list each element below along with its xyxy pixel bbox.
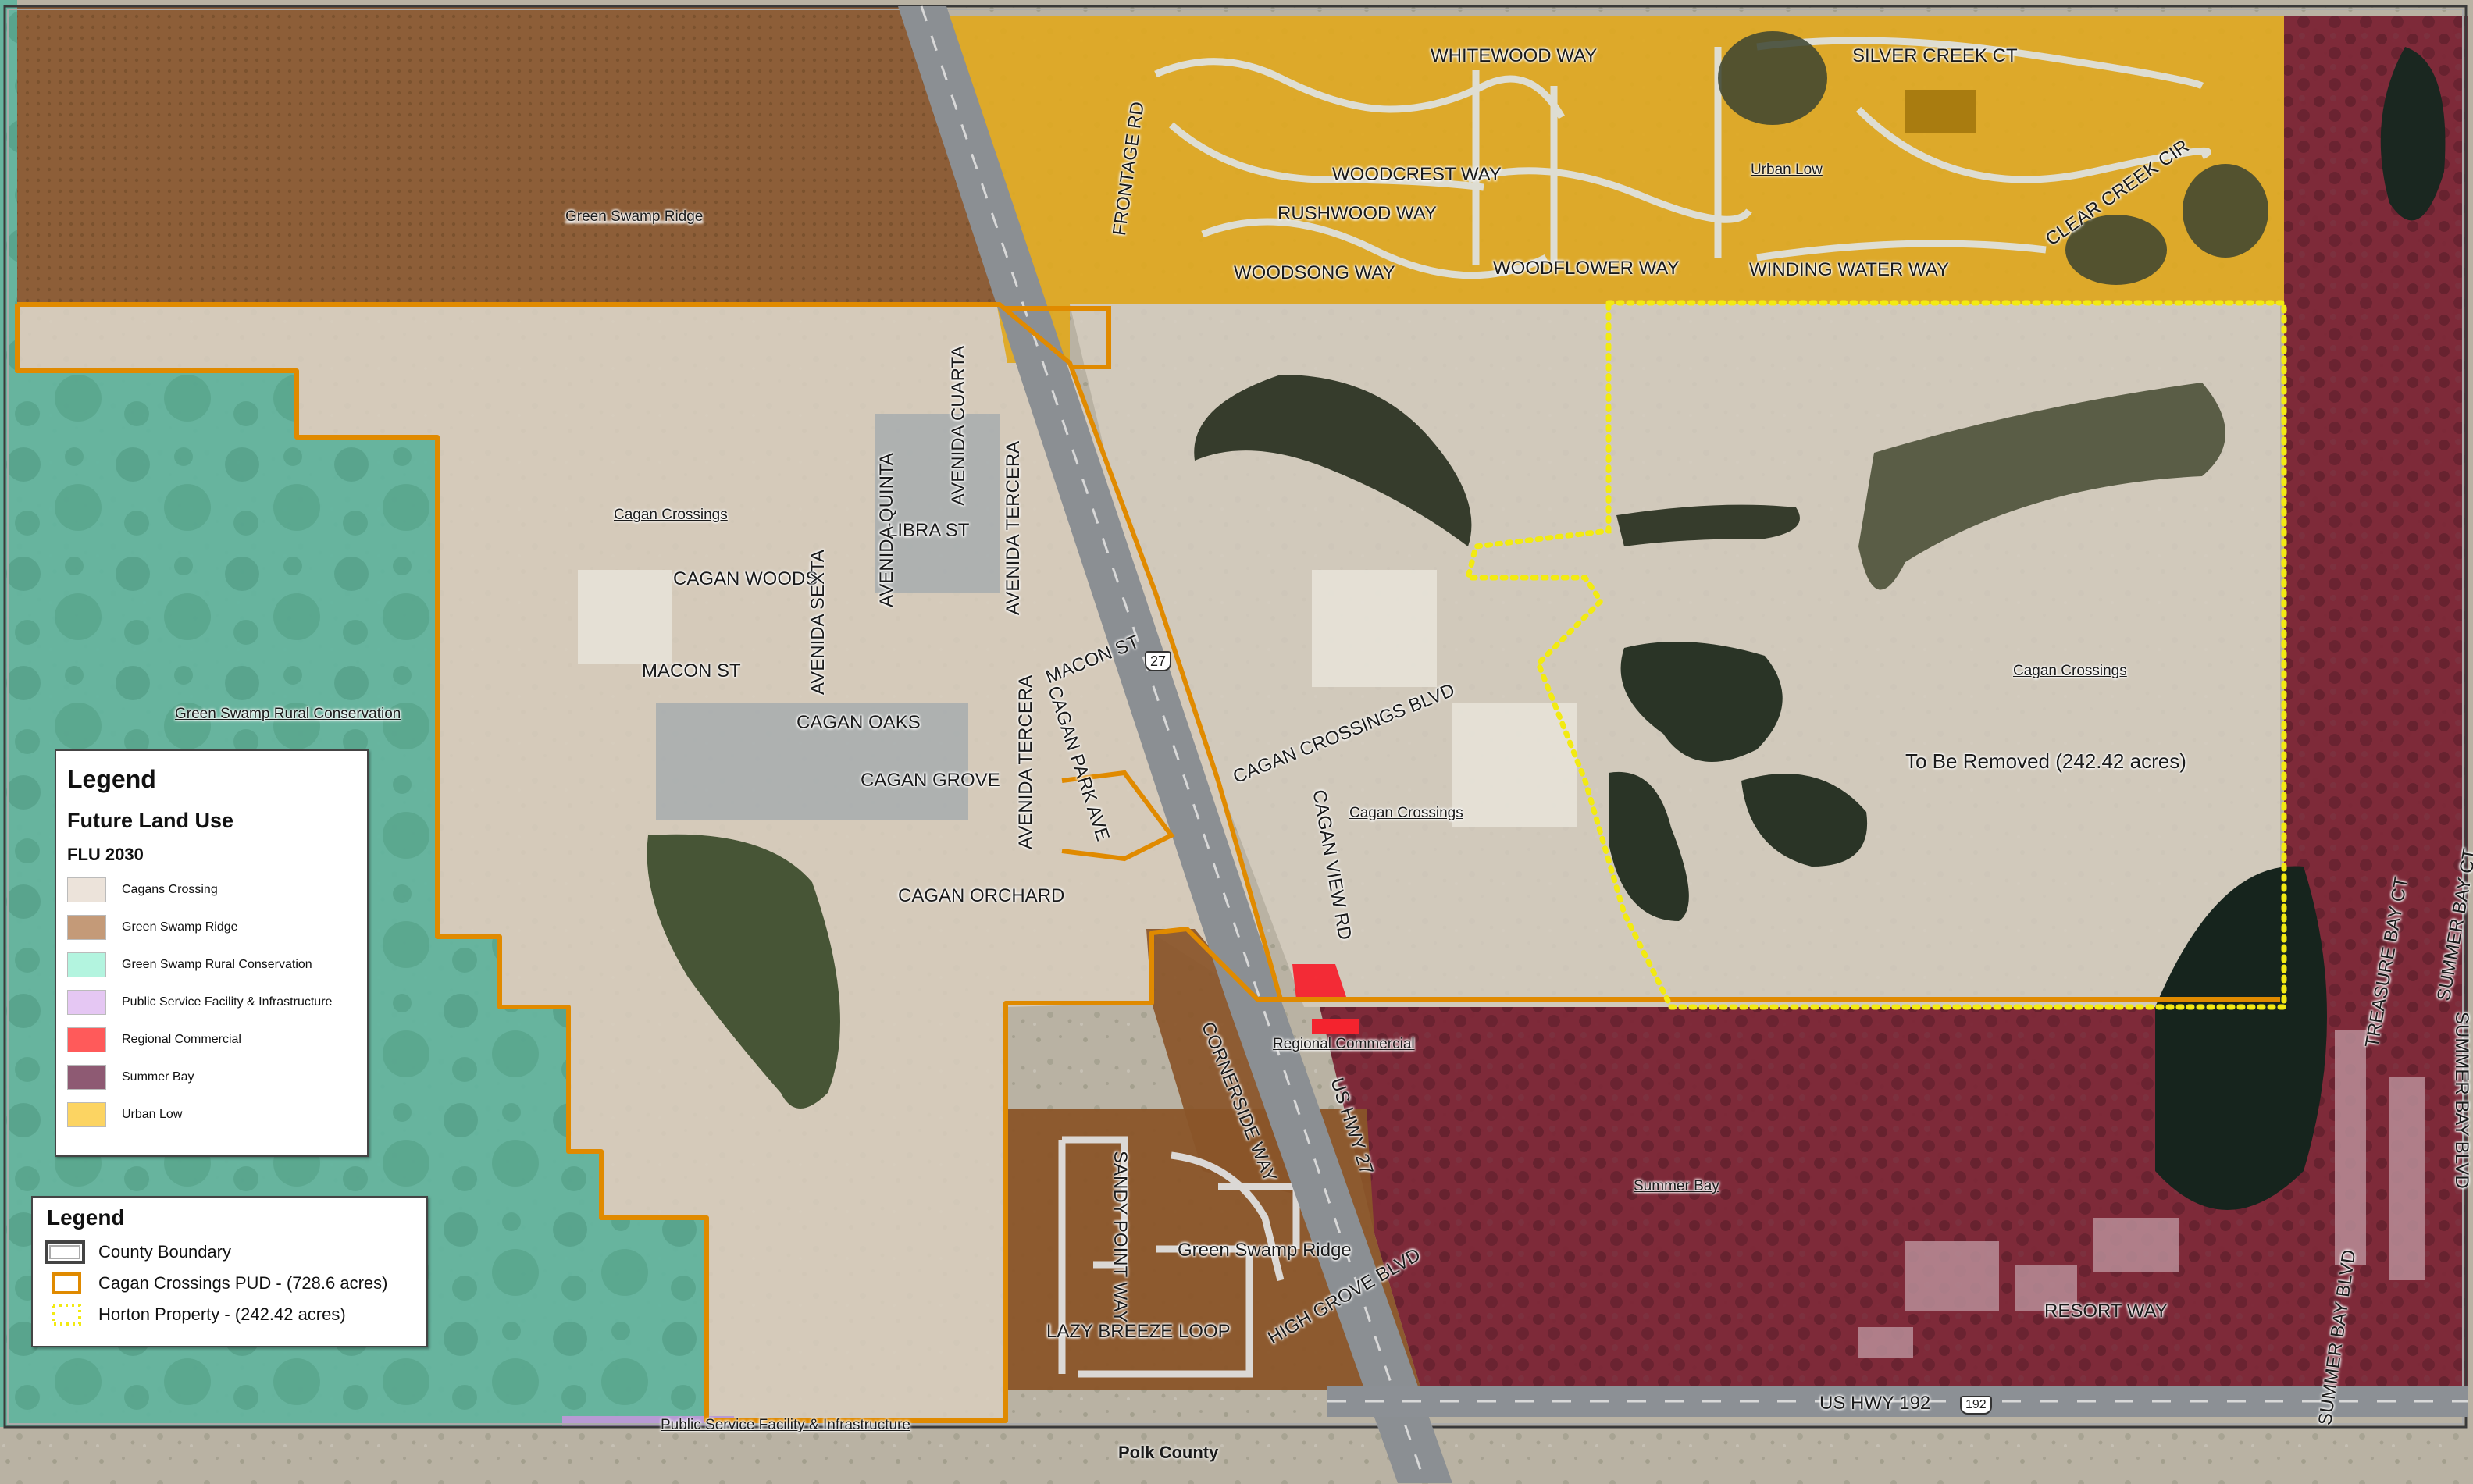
legend-label: Cagan Crossings PUD - (728.6 acres)	[98, 1273, 388, 1293]
legend-swatch-green-swamp-ridge	[67, 915, 106, 940]
legend-item: Urban Low	[67, 1102, 182, 1127]
legend-swatch-public-service	[67, 990, 106, 1015]
zone-label-regional-commercial: Regional Commercial	[1273, 1036, 1415, 1052]
legend-label: Horton Property - (242.42 acres)	[98, 1304, 346, 1324]
legend-item: Green Swamp Rural Conservation	[67, 952, 312, 977]
pud-boundary	[15, 302, 1283, 1423]
street-label-cagan-oaks: CAGAN OAKS	[796, 712, 921, 733]
street-label-macon-st-west: MACON ST	[642, 660, 741, 682]
legend-item: Regional Commercial	[67, 1027, 241, 1052]
legend-swatch-green-swamp-rural-conservation	[67, 952, 106, 977]
street-label-cagan-orchard: CAGAN ORCHARD	[898, 885, 1065, 906]
street-label-winding-water-way: WINDING WATER WAY	[1749, 259, 1949, 280]
legend-label: Regional Commercial	[122, 1033, 241, 1046]
zone-label-cagan-crossings-west: Cagan Crossings	[614, 507, 728, 523]
legend-item: Horton Property - (242.42 acres)	[44, 1301, 346, 1329]
street-label-us-hwy-192: US HWY 192	[1819, 1393, 1931, 1414]
street-label-rushwood-way: RUSHWOOD WAY	[1277, 203, 1437, 224]
street-label-summer-bay-blvd-east: SUMMER BAY BLVD	[2451, 1012, 2472, 1189]
legend-item: County Boundary	[44, 1238, 231, 1266]
horton-boundary	[1464, 300, 2287, 1010]
legend-item: Summer Bay	[67, 1065, 194, 1090]
boundary-legend-title: Legend	[47, 1205, 125, 1230]
boundary-legend: Legend County Boundary Cagan Crossings P…	[31, 1196, 428, 1347]
legend-group: FLU 2030	[67, 845, 144, 864]
legend-label: Cagans Crossing	[122, 883, 218, 896]
legend-title: Legend	[67, 765, 156, 793]
street-label-resort-way: RESORT WAY	[2044, 1301, 2168, 1322]
pud-boundary-icon	[44, 1271, 86, 1296]
legend-item: Cagans Crossing	[67, 877, 218, 902]
street-label-cagan-grove: CAGAN GROVE	[861, 770, 1000, 791]
zone-label-public-service: Public Service Facility & Infrastructure	[661, 1417, 910, 1433]
zone-label-cagan-crossings-center: Cagan Crossings	[1349, 805, 1463, 821]
zone-regional-commercial	[1292, 964, 1347, 999]
zone-label-green-swamp-rural-conservation: Green Swamp Rural Conservation	[175, 706, 401, 722]
county-boundary-icon	[44, 1240, 86, 1265]
route-shield-192: 192	[1960, 1396, 1992, 1415]
zone-label-green-swamp-ridge-south: Green Swamp Ridge	[1178, 1240, 1352, 1261]
legend-label: County Boundary	[98, 1242, 231, 1262]
future-land-use-legend: Legend Future Land Use FLU 2030 Cagans C…	[55, 749, 369, 1157]
highway-us-27	[898, 6, 1452, 1483]
horton-boundary-icon	[44, 1302, 86, 1327]
street-label-woodcrest-way: WOODCREST WAY	[1332, 164, 1502, 185]
street-label-libra-st: LIBRA ST	[887, 520, 970, 541]
street-label-avenida-quinta: AVENIDA QUINTA	[876, 453, 897, 607]
route-shield-27: 27	[1145, 651, 1172, 671]
street-label-lazy-breeze-loop: LAZY BREEZE LOOP	[1046, 1321, 1231, 1342]
legend-label: Green Swamp Rural Conservation	[122, 958, 312, 971]
street-label-avenida-tercera-north: AVENIDA TERCERA	[1003, 440, 1024, 615]
legend-label: Summer Bay	[122, 1070, 194, 1084]
street-label-avenida-tercera-south: AVENIDA TERCERA	[1015, 674, 1036, 849]
street-label-woodsong-way: WOODSONG WAY	[1234, 262, 1395, 283]
legend-swatch-summer-bay	[67, 1065, 106, 1090]
zone-label-to-be-removed: To Be Removed (242.42 acres)	[1905, 749, 2186, 773]
street-label-whitewood-way: WHITEWOOD WAY	[1431, 45, 1598, 66]
street-label-avenida-cuarta: AVENIDA CUARTA	[948, 345, 969, 506]
zone-label-urban-low: Urban Low	[1751, 162, 1823, 178]
zone-label-green-swamp-ridge: Green Swamp Ridge	[565, 208, 704, 225]
legend-swatch-cagans-crossing	[67, 877, 106, 902]
legend-item: Cagan Crossings PUD - (728.6 acres)	[44, 1269, 387, 1297]
street-label-cagan-woods: CAGAN WOODS	[673, 568, 818, 589]
legend-item: Green Swamp Ridge	[67, 915, 238, 940]
lake-cagan	[647, 834, 840, 1109]
legend-item: Public Service Facility & Infrastructure	[67, 990, 332, 1015]
street-label-woodflower-way: WOODFLOWER WAY	[1493, 258, 1680, 279]
legend-swatch-urban-low	[67, 1102, 106, 1127]
street-label-silver-creek-ct: SILVER CREEK CT	[1852, 45, 2018, 66]
street-label-avenida-sexta: AVENIDA SEXTA	[807, 550, 828, 695]
county-label: Polk County	[1118, 1443, 1219, 1462]
legend-label: Urban Low	[122, 1108, 183, 1121]
street-label-sandy-point-way: SANDY POINT WAY	[1110, 1151, 1131, 1323]
zone-label-summer-bay: Summer Bay	[1634, 1178, 1719, 1194]
legend-subtitle: Future Land Use	[67, 809, 234, 832]
legend-swatch-regional-commercial	[67, 1027, 106, 1052]
legend-label: Public Service Facility & Infrastructure	[122, 995, 333, 1009]
legend-label: Green Swamp Ridge	[122, 920, 238, 934]
zone-label-cagan-crossings-east: Cagan Crossings	[2013, 663, 2127, 679]
